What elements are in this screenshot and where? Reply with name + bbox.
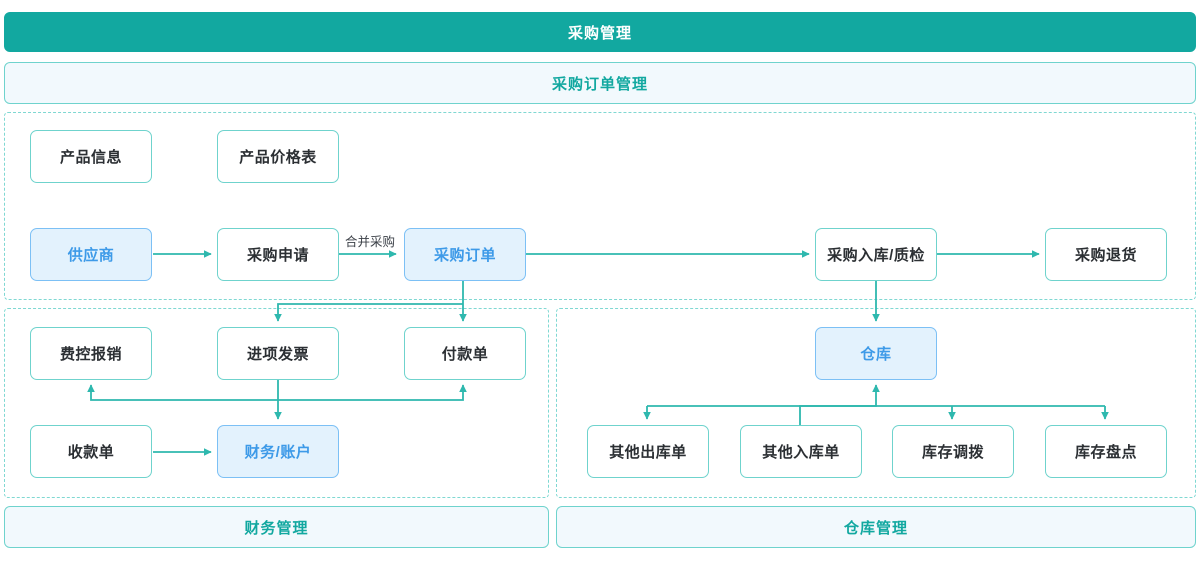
node-payment-voucher[interactable]: 付款单 bbox=[404, 327, 526, 380]
diagram-title-banner: 采购管理 bbox=[4, 12, 1196, 52]
edge-bus-to-expense bbox=[87, 384, 278, 401]
node-finance-account[interactable]: 财务/账户 bbox=[217, 425, 339, 478]
edge-order-to-invoice bbox=[274, 303, 463, 322]
node-purchase-return[interactable]: 采购退货 bbox=[1045, 228, 1167, 281]
edge-bus-to-payment bbox=[278, 384, 467, 401]
node-purchase-order[interactable]: 采购订单 bbox=[404, 228, 526, 281]
node-warehouse[interactable]: 仓库 bbox=[815, 327, 937, 380]
section-banner-warehouse: 仓库管理 bbox=[556, 506, 1196, 548]
node-other-outbound[interactable]: 其他出库单 bbox=[587, 425, 709, 478]
node-purchase-request[interactable]: 采购申请 bbox=[217, 228, 339, 281]
panel-purchase-order-group bbox=[4, 112, 1196, 300]
node-stock-count[interactable]: 库存盘点 bbox=[1045, 425, 1167, 478]
node-purchase-inbound-qc[interactable]: 采购入库/质检 bbox=[815, 228, 937, 281]
node-product-price-list[interactable]: 产品价格表 bbox=[217, 130, 339, 183]
edge-inbound-doc-to-warehouse bbox=[799, 384, 880, 425]
node-expense-claim[interactable]: 费控报销 bbox=[30, 327, 152, 380]
node-receipt-voucher[interactable]: 收款单 bbox=[30, 425, 152, 478]
node-product-info[interactable]: 产品信息 bbox=[30, 130, 152, 183]
node-other-inbound[interactable]: 其他入库单 bbox=[740, 425, 862, 478]
section-banner-purchase-order: 采购订单管理 bbox=[4, 62, 1196, 104]
node-supplier[interactable]: 供应商 bbox=[30, 228, 152, 281]
edge-label-merge-purchase: 合并采购 bbox=[343, 231, 398, 250]
section-banner-finance: 财务管理 bbox=[4, 506, 549, 548]
node-stock-transfer[interactable]: 库存调拨 bbox=[892, 425, 1014, 478]
panel-finance-group bbox=[4, 308, 549, 498]
node-input-invoice[interactable]: 进项发票 bbox=[217, 327, 339, 380]
